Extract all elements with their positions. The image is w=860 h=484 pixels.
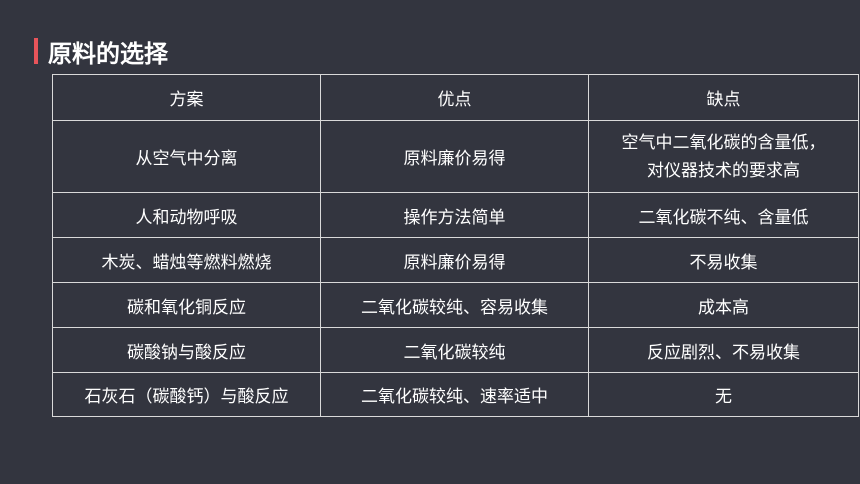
cell-plan: 碳和氧化铜反应 bbox=[52, 282, 321, 328]
cell-cons: 不易收集 bbox=[588, 237, 859, 283]
header-cons: 缺点 bbox=[588, 74, 859, 121]
cell-plan: 从空气中分离 bbox=[52, 120, 321, 193]
table-row: 碳和氧化铜反应 二氧化碳较纯、容易收集 成本高 bbox=[52, 282, 859, 328]
cell-pros: 原料廉价易得 bbox=[320, 120, 589, 193]
cell-pros: 操作方法简单 bbox=[320, 192, 589, 238]
cell-plan: 木炭、蜡烛等燃料燃烧 bbox=[52, 237, 321, 283]
table-header-row: 方案 优点 缺点 bbox=[52, 74, 859, 121]
table-row: 碳酸钠与酸反应 二氧化碳较纯 反应剧烈、不易收集 bbox=[52, 327, 859, 373]
cell-plan: 碳酸钠与酸反应 bbox=[52, 327, 321, 373]
page-title-text: 原料的选择 bbox=[48, 39, 168, 68]
cell-pros: 二氧化碳较纯 bbox=[320, 327, 589, 373]
cell-cons-line: 空气中二氧化碳的含量低， bbox=[621, 132, 826, 153]
title-accent-bar bbox=[34, 38, 38, 64]
comparison-table: 方案 优点 缺点 从空气中分离 原料廉价易得 空气中二氧化碳的含量低， 对仪器技… bbox=[52, 74, 859, 417]
cell-cons: 空气中二氧化碳的含量低， 对仪器技术的要求高 bbox=[588, 120, 859, 193]
cell-plan: 人和动物呼吸 bbox=[52, 192, 321, 238]
header-plan: 方案 bbox=[52, 74, 321, 121]
cell-cons: 反应剧烈、不易收集 bbox=[588, 327, 859, 373]
cell-pros: 二氧化碳较纯、速率适中 bbox=[320, 372, 589, 417]
cell-pros: 原料廉价易得 bbox=[320, 237, 589, 283]
page-title: 原料的选择 bbox=[34, 34, 168, 68]
header-pros: 优点 bbox=[320, 74, 589, 121]
cell-plan: 石灰石（碳酸钙）与酸反应 bbox=[52, 372, 321, 417]
cell-cons: 无 bbox=[588, 372, 859, 417]
cell-pros: 二氧化碳较纯、容易收集 bbox=[320, 282, 589, 328]
cell-cons: 二氧化碳不纯、含量低 bbox=[588, 192, 859, 238]
table-row: 从空气中分离 原料廉价易得 空气中二氧化碳的含量低， 对仪器技术的要求高 bbox=[52, 120, 859, 193]
cell-cons-line: 对仪器技术的要求高 bbox=[647, 160, 800, 181]
cell-cons: 成本高 bbox=[588, 282, 859, 328]
table-row: 石灰石（碳酸钙）与酸反应 二氧化碳较纯、速率适中 无 bbox=[52, 372, 859, 417]
table-row: 人和动物呼吸 操作方法简单 二氧化碳不纯、含量低 bbox=[52, 192, 859, 238]
table-row: 木炭、蜡烛等燃料燃烧 原料廉价易得 不易收集 bbox=[52, 237, 859, 283]
